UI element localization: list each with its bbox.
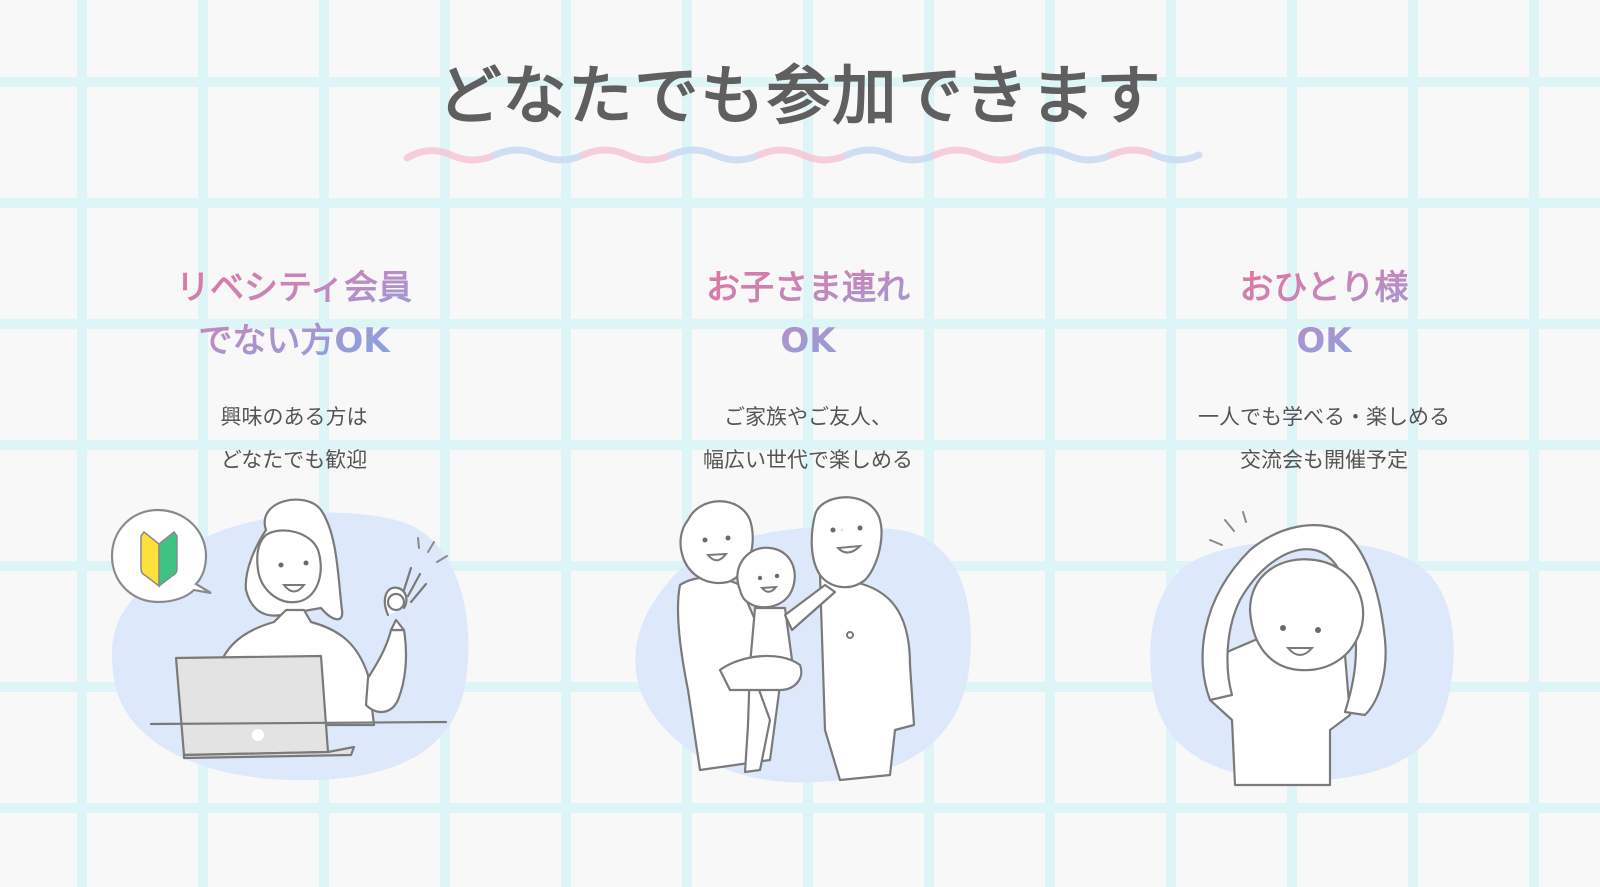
heading-line-2: でない方OK [198,321,390,361]
page-title: どなたでも参加できます [437,60,1163,134]
desc-line-1: ご家族やご友人、 [724,405,892,429]
column-non-member: リベシティ会員 でない方OK 興味のある方は どなたでも歓迎 [74,262,514,482]
desc-line-2: どなたでも歓迎 [220,448,368,472]
desc-line-2: 幅広い世代で楽しめる [703,448,913,472]
heading-line-1: おひとり様 [1239,268,1409,308]
heading-line-1: お子さま連れ [706,268,910,308]
column-heading: おひとり様 OK [1240,262,1409,368]
column-heading: リベシティ会員 でない方OK [176,262,412,368]
heading-line-2: OK [780,321,836,361]
column-with-children: お子さま連れ OK ご家族やご友人、 幅広い世代で楽しめる [588,262,1028,482]
heading-line-2: OK [1296,321,1352,361]
column-heading: お子さま連れ OK [706,262,910,368]
heading-line-1: リベシティ会員 [176,268,412,308]
column-description: 興味のある方は どなたでも歓迎 [74,396,514,482]
desc-line-2: 交流会も開催予定 [1240,448,1408,472]
wavy-underline-decoration [403,146,1203,164]
family-illustration [620,490,1000,800]
beginner-mark-icon [110,508,212,604]
desc-line-1: 興味のある方は [220,405,368,429]
column-description: 一人でも学べる・楽しめる 交流会も開催予定 [1104,396,1544,482]
column-solo: おひとり様 OK 一人でも学べる・楽しめる 交流会も開催予定 [1104,262,1544,482]
desc-line-1: 一人でも学べる・楽しめる [1198,405,1450,429]
woman-laptop-illustration [106,490,486,800]
person-arms-circle-illustration [1140,490,1480,800]
column-description: ご家族やご友人、 幅広い世代で楽しめる [588,396,1028,482]
